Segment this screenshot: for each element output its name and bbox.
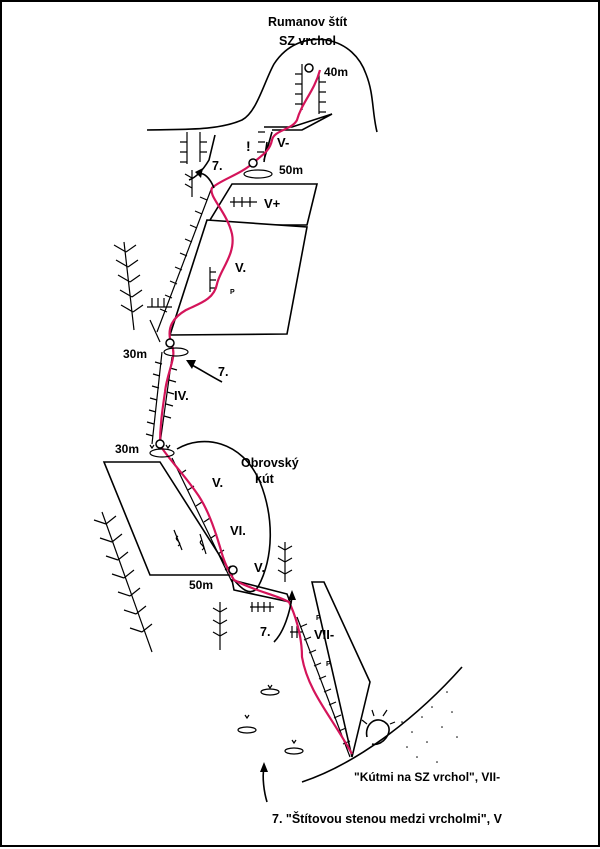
piton-upper: P [230,289,235,296]
piton-low-1: P [316,615,321,622]
pitch-40m: 40m [324,65,348,79]
belay-30m-upper [165,338,175,348]
route7-top-label: 7. [212,159,222,173]
route7-mid-label: 7. [218,365,228,379]
route7-arrows [186,168,296,803]
pitch-30m-lower: 30m [115,442,139,456]
summit-hatching [295,64,326,114]
grade-v-mid: V. [212,475,223,490]
slab-vii [310,581,371,758]
main-route-line [158,69,353,755]
peak-name: Rumanov štít [268,15,348,29]
slab-vplus [205,183,319,226]
cirque-name-2: kút [255,472,275,486]
grade-vplus: V+ [264,196,281,211]
pitch-50m-low: 50m [189,578,213,592]
belay-40m [304,63,314,73]
slope-line [301,666,463,783]
belay-stations [155,63,314,575]
pitch-50m-top: 50m [279,163,303,177]
summit-ledge [263,113,333,163]
far-left-hatch-lower [93,511,153,653]
grade-iv: IV. [174,388,189,403]
grade-v-low: V. [254,560,265,575]
route7-caption: 7. "Štítovou stenou medzi vrcholmi", V [272,811,503,826]
belay-30m-lower [155,439,165,449]
summit-ridge [146,38,378,133]
belay-50m-low [228,565,238,575]
grade-v-upper: V. [235,260,246,275]
cirque-outline [176,440,272,593]
piton-low-2: P [326,661,331,668]
belay-50m-top [248,158,258,168]
far-left-hatch-upper [113,241,144,331]
cirque-name-1: Obrovský [241,456,299,470]
snow-patches [149,444,304,755]
grade-vii: VII- [314,627,334,642]
slope-dots [401,691,458,763]
peak-subtitle: SZ vrchol [279,34,336,48]
caution-mark: ! [246,138,251,154]
pitch-30m-upper: 30m [123,347,147,361]
slab-upper [168,219,308,336]
grade-vi: VI. [230,523,246,538]
grade-top: V- [277,135,289,150]
left-upper-hatch [147,186,213,343]
boulder [365,719,390,746]
main-route-caption: "Kútmi na SZ vrchol", VII- [354,770,500,784]
route7-low-label: 7. [260,625,270,639]
